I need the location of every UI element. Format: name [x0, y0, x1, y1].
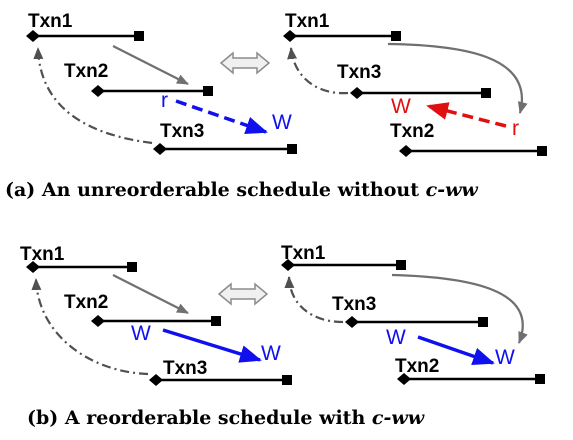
txn-start-diamond: [283, 30, 297, 42]
op-to-label: W: [391, 95, 411, 118]
op-to-label: W: [261, 342, 281, 365]
txn-end-square: [282, 375, 292, 385]
txn-end-square: [134, 31, 144, 41]
dependency-arrow: [31, 278, 149, 376]
txn1-label: Txn1: [20, 244, 65, 265]
txn-start-diamond: [153, 143, 167, 155]
txn-start-diamond: [281, 259, 295, 271]
op-to-label: W: [272, 111, 292, 134]
txn1-label: Txn1: [281, 243, 326, 264]
txn1-timeline: [26, 261, 137, 273]
txn1-timeline: [26, 30, 144, 42]
txn-end-square: [127, 262, 137, 272]
txn-end-square: [537, 146, 547, 156]
order-arrow: [391, 273, 528, 344]
panel-a-left-schedule: Txn1 Txn2 Txn3 r W: [26, 11, 297, 155]
order-arrow: [112, 45, 189, 85]
txn2-timeline: [91, 315, 221, 327]
txn-start-diamond: [26, 30, 40, 42]
caption-em-text: c-ww: [426, 179, 479, 201]
txn1-label: Txn1: [28, 11, 73, 32]
swap-arrow-icon: [217, 282, 269, 306]
order-arrow: [387, 42, 528, 114]
panel-b-right-schedule: Txn1 Txn3 Txn2 W W: [281, 243, 545, 385]
txn3-timeline: [345, 316, 488, 328]
txn3-label: Txn3: [337, 62, 381, 83]
txn-end-square: [391, 31, 401, 41]
dependency-arrow: [284, 276, 344, 324]
panel-b: Txn1 Txn2 Txn3 W W: [20, 243, 545, 429]
panel-a-right-schedule: Txn1 Txn3 Txn2 W r: [283, 11, 547, 157]
txn3-label: Txn3: [160, 121, 204, 142]
caption-em-text: c-ww: [372, 407, 425, 429]
txn1-label: Txn1: [285, 11, 330, 32]
op-from-label: r: [512, 117, 519, 140]
panel-b-caption: (b) A reorderable schedule with c-ww: [27, 407, 425, 429]
txn-end-square: [203, 86, 213, 96]
txn-end-square: [535, 374, 545, 384]
txn-end-square: [481, 88, 491, 98]
txn1-timeline: [283, 30, 401, 42]
txn3-label: Txn3: [332, 294, 376, 315]
panel-a: Txn1 Txn2 Txn3 r W: [5, 11, 547, 201]
txn-end-square: [287, 144, 297, 154]
txn-start-diamond: [149, 374, 163, 386]
txn3-timeline: [149, 374, 292, 386]
op-from-label: r: [161, 89, 168, 112]
txn3-label: Txn3: [163, 358, 207, 379]
txn-start-diamond: [399, 145, 413, 157]
op-from-label: W: [386, 326, 406, 349]
txn2-label: Txn2: [390, 121, 434, 142]
order-arrow: [112, 274, 189, 314]
txn-end-square: [478, 317, 488, 327]
write-write-arrow: [162, 328, 262, 363]
txn2-label: Txn2: [64, 292, 108, 313]
txn2-timeline: [399, 145, 547, 157]
dependency-arrow: [33, 47, 153, 145]
op-to-label: W: [495, 346, 515, 369]
txn-start-diamond: [26, 261, 40, 273]
read-write-arrow: [426, 102, 507, 128]
txn-start-diamond: [397, 373, 411, 385]
txn-start-diamond: [350, 87, 364, 99]
caption-text: (a) An unreorderable schedule without: [5, 179, 426, 201]
panel-a-caption: (a) An unreorderable schedule without c-…: [5, 179, 478, 201]
txn-start-diamond: [91, 315, 105, 327]
txn-end-square: [211, 316, 221, 326]
write-write-arrow: [417, 335, 495, 365]
txn3-timeline: [350, 87, 491, 99]
txn2-timeline: [91, 85, 213, 97]
txn-start-diamond: [345, 316, 359, 328]
dependency-arrow: [287, 47, 349, 95]
txn3-timeline: [153, 143, 297, 155]
op-from-label: W: [131, 322, 151, 345]
txn1-timeline: [281, 259, 406, 271]
swap-arrow-icon: [219, 51, 271, 75]
txn2-label: Txn2: [395, 356, 439, 377]
panel-b-left-schedule: Txn1 Txn2 Txn3 W W: [20, 244, 292, 386]
txn-end-square: [396, 260, 406, 270]
txn2-timeline: [397, 373, 545, 385]
txn2-label: Txn2: [64, 61, 108, 82]
caption-text: (b) A reorderable schedule with: [27, 407, 372, 429]
txn-start-diamond: [91, 85, 105, 97]
